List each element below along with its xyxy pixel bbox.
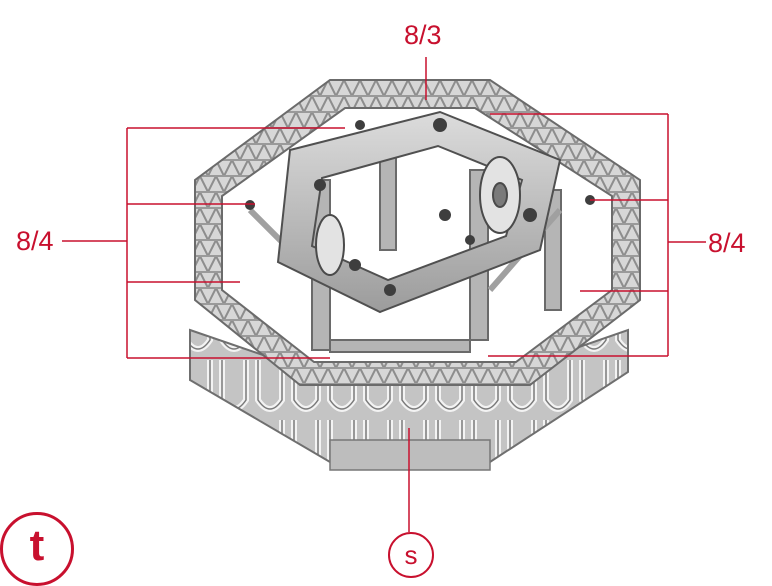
bottom-base-plate — [329, 439, 491, 471]
assembly-diagram — [62, 57, 706, 532]
callout-label-right: 8/4 — [708, 228, 746, 258]
badge-t-letter: t — [29, 521, 45, 570]
callout-label-left: 8/4 — [16, 226, 54, 256]
badge-t: t — [0, 512, 74, 586]
callout-lines — [62, 57, 706, 532]
wheels — [315, 156, 521, 276]
callout-left-bracket — [62, 127, 345, 359]
callout-label-top: 8/3 — [404, 20, 442, 50]
truss-ring-model — [189, 79, 641, 471]
joints — [245, 118, 595, 296]
callout-right-bracket — [488, 113, 706, 357]
badge-s: s — [388, 532, 434, 578]
